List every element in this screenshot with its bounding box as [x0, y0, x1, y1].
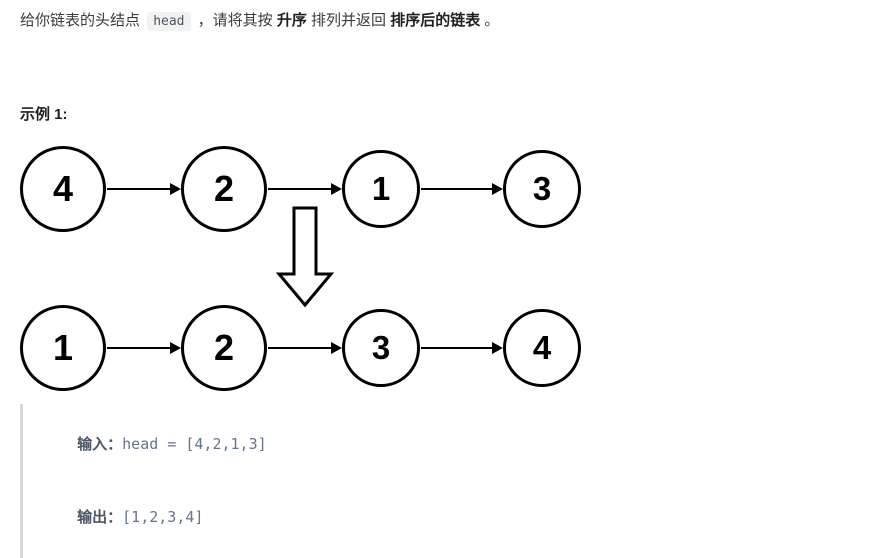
sorted-edge-0-line: [107, 347, 171, 349]
example-output-value: [1,2,3,4]: [122, 508, 204, 526]
statement-text-part-3: 排列并返回: [311, 12, 387, 29]
unsorted-edge-0-line: [107, 188, 171, 190]
example-input-label: 输入：: [77, 436, 123, 453]
statement-text-part-4: 。: [484, 12, 500, 29]
unsorted-edge-1-line: [268, 188, 332, 190]
example-heading: 示例 1:: [20, 106, 68, 123]
unsorted-node-2: 1: [342, 150, 420, 228]
sorted-node-0: 1: [20, 305, 106, 391]
unsorted-edge-1-arrowhead: [331, 183, 342, 195]
statement-emphasis-ascending: 升序: [276, 12, 307, 29]
example-io-block: 输入：head = [4,2,1,3] 输出：[1,2,3,4]: [20, 404, 267, 558]
example-output-line: 输出：[1,2,3,4]: [41, 481, 267, 554]
unsorted-node-3: 3: [503, 150, 581, 228]
linked-list-diagram: 4 2 1 3 1 2 3 4: [0, 140, 620, 400]
unsorted-edge-2-line: [421, 188, 493, 190]
sorted-node-1: 2: [181, 305, 267, 391]
sorted-edge-2-arrowhead: [492, 342, 503, 354]
sorted-node-2: 3: [342, 309, 420, 387]
sorted-edge-1-line: [268, 347, 332, 349]
sorted-edge-1-arrowhead: [331, 342, 342, 354]
sorted-edge-2-line: [421, 347, 493, 349]
example-input-value: head = [4,2,1,3]: [122, 435, 267, 453]
unsorted-edge-2-arrowhead: [492, 183, 503, 195]
sorted-edge-0-arrowhead: [170, 342, 181, 354]
example-output-label: 输出：: [77, 509, 123, 526]
statement-text-part-1: 给你链表的头结点: [20, 12, 141, 29]
unsorted-node-0: 4: [20, 146, 106, 232]
unsorted-edge-0-arrowhead: [170, 183, 181, 195]
down-block-arrow-icon: [275, 206, 335, 308]
statement-emphasis-sorted-list: 排序后的链表: [390, 12, 481, 29]
example-input-line: 输入：head = [4,2,1,3]: [41, 408, 267, 481]
inline-code-head: head: [147, 12, 191, 31]
sorted-node-3: 4: [503, 309, 581, 387]
problem-statement: 给你链表的头结点 head ，请将其按 升序 排列并返回 排序后的链表 。: [20, 10, 860, 33]
unsorted-node-1: 2: [181, 146, 267, 232]
statement-text-part-2: ，请将其按: [197, 12, 273, 29]
